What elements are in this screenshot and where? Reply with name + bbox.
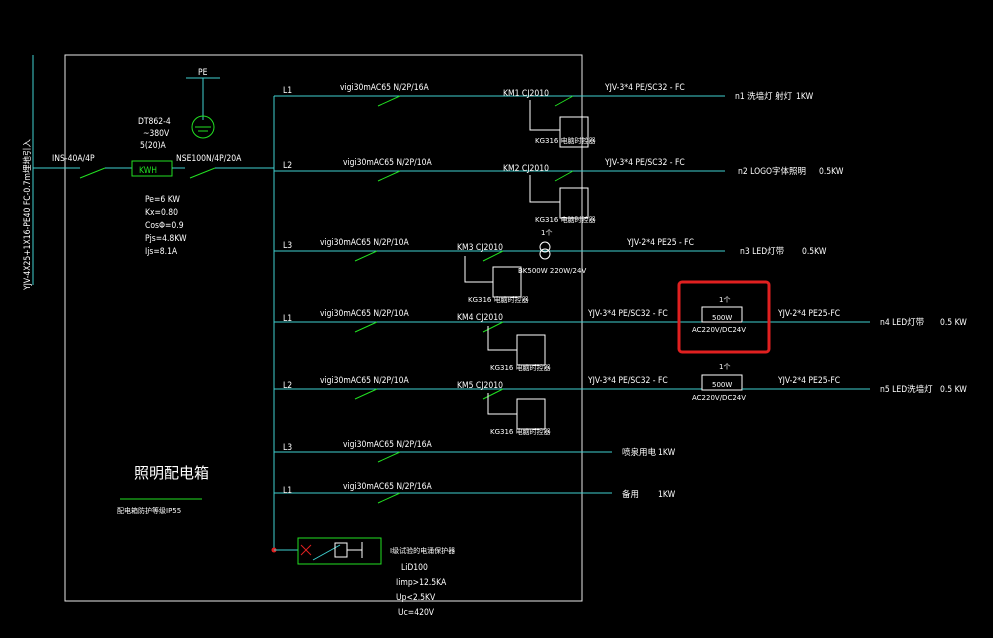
load-cos: CosΦ=0.9 <box>145 221 184 231</box>
spd-model: LiD100 <box>401 563 428 573</box>
main-switch-label: INS-40A/4P <box>52 154 95 164</box>
circuit-5-out-cable: YJV-2*4 PE25-FC <box>777 376 840 386</box>
circuit-5-cable: YJV-3*4 PE/SC32 - FC <box>587 376 668 386</box>
circuit-3-breaker: vigi30mAC65 N/2P/10A <box>320 238 409 248</box>
transformer-icon-2 <box>539 248 551 260</box>
meter-model: DT862-4 <box>138 117 171 127</box>
circuit-6-power: 1KW <box>658 448 676 458</box>
meter-current: 5(20)A <box>140 141 167 151</box>
circuit-4-contactor: KM4 CJ2010 <box>457 313 503 323</box>
circuit-1-breaker: vigi30mAC65 N/2P/16A <box>340 83 429 93</box>
main-breaker-label: NSE100N/4P/20A <box>176 154 242 164</box>
circuit-3-controller: KG316 电脑时控器 <box>468 295 529 304</box>
circuit-3-power: 0.5KW <box>802 247 827 257</box>
circuit-4-power: 0.5 KW <box>940 318 967 328</box>
ground-icon <box>191 115 215 139</box>
circuit-4: L1 vigi30mAC65 N/2P/10A KM4 CJ2010 KG316… <box>274 296 967 372</box>
circuit-4-cable: YJV-3*4 PE/SC32 - FC <box>587 309 668 319</box>
circuit-4-load: n4 LED灯带 <box>880 317 925 328</box>
transformer-icon-1 <box>539 241 551 253</box>
circuit-4-out-cable: YJV-2*4 PE25-FC <box>777 309 840 319</box>
circuit-2-controller-box <box>559 187 589 219</box>
spd-limp: Iimp>12.5KA <box>396 578 447 588</box>
circuit-6: L3 vigi30mAC65 N/2P/16A 喷泉用电 1KW <box>274 440 676 463</box>
pe-label: PE <box>198 68 208 78</box>
circuit-6-phase: L3 <box>283 443 292 453</box>
circuit-3: L3 vigi30mAC65 N/2P/10A KM3 CJ2010 KG316… <box>274 229 827 304</box>
circuit-6-breaker: vigi30mAC65 N/2P/16A <box>343 440 432 450</box>
circuit-2-controller: KG316 电脑时控器 <box>535 215 596 224</box>
circuit-5-psu-count: 1个 <box>719 363 730 371</box>
circuit-7-power: 1KW <box>658 490 676 500</box>
load-pe: Pe=6 KW <box>145 195 180 205</box>
load-kx: Kx=0.80 <box>145 208 178 218</box>
circuit-1-cable: YJV-3*4 PE/SC32 - FC <box>604 83 685 93</box>
circuit-6-load: 喷泉用电 <box>622 447 657 458</box>
circuit-4-psu-voltage: AC220V/DC24V <box>692 326 746 334</box>
circuit-2: L2 vigi30mAC65 N/2P/10A KM2 CJ2010 KG316… <box>274 158 844 224</box>
circuit-2-phase: L2 <box>283 161 292 171</box>
circuit-4-controller: KG316 电脑时控器 <box>490 363 551 372</box>
main-switch-symbol <box>79 167 106 179</box>
circuit-3-tf-label: 1个 <box>541 229 552 237</box>
circuit-4-controller-box <box>516 334 546 366</box>
circuit-1-load: n1 洗墙灯 射灯 <box>735 91 793 102</box>
circuit-5-breaker: vigi30mAC65 N/2P/10A <box>320 376 409 386</box>
circuit-3-controller-box <box>492 266 522 298</box>
circuit-2-load: n2 LOGO字体照明 <box>738 166 806 177</box>
meter-label: KWH <box>139 166 157 176</box>
circuit-5-psu-box <box>701 374 743 391</box>
circuit-1: L1 vigi30mAC65 N/2P/16A KM1 CJ2010 KG316… <box>274 83 814 148</box>
circuit-7-load: 备用 <box>622 489 639 500</box>
circuit-5-controller: KG316 电脑时控器 <box>490 427 551 436</box>
circuit-5-controller-box <box>516 398 546 430</box>
circuit-5-psu-rating: 500W <box>712 381 732 389</box>
load-pjs: Pjs=4.8KW <box>145 234 187 244</box>
circuit-7-phase: L1 <box>283 486 292 496</box>
box-subtitle: 配电箱防护等级IP55 <box>117 506 181 515</box>
box-title: 照明配电箱 <box>134 464 209 482</box>
circuit-3-contactor: KM3 CJ2010 <box>457 243 503 253</box>
circuit-5-phase: L2 <box>283 381 292 391</box>
highlight-box <box>677 280 771 354</box>
spd-box <box>297 537 382 565</box>
circuit-1-controller: KG316 电脑时控器 <box>535 136 596 145</box>
circuit-3-phase: L3 <box>283 241 292 251</box>
circuit-3-transformer: BK500W 220W/24V <box>518 267 586 275</box>
circuit-5-contactor: KM5 CJ2010 <box>457 381 503 391</box>
circuit-4-psu-rating: 500W <box>712 314 732 322</box>
load-ijs: Ijs=8.1A <box>145 247 178 257</box>
surge-protector: I级试验的电涌保护器 LiD100 Iimp>12.5KA Up<2.5KV U… <box>274 537 455 618</box>
circuit-2-breaker: vigi30mAC65 N/2P/10A <box>343 158 432 168</box>
circuit-5-load: n5 LED洗墙灯 <box>880 384 933 395</box>
circuit-2-cable: YJV-3*4 PE/SC32 - FC <box>604 158 685 168</box>
circuit-4-phase: L1 <box>283 314 292 324</box>
incoming-cable-label: YJV-4X25+1X16-PE40 FC-0.7m埋地引入 <box>22 139 33 291</box>
circuit-1-contactor: KM1 CJ2010 <box>503 89 549 99</box>
circuit-4-breaker: vigi30mAC65 N/2P/10A <box>320 309 409 319</box>
main-breaker-symbol <box>189 167 216 179</box>
distribution-box-frame <box>64 54 583 602</box>
circuit-4-psu-count: 1个 <box>719 296 730 304</box>
spd-uc: Uc=420V <box>398 608 435 618</box>
circuit-1-power: 1KW <box>796 92 814 102</box>
circuit-2-contactor: KM2 CJ2010 <box>503 164 549 174</box>
circuit-3-cable: YJV-2*4 PE25 - FC <box>626 238 694 248</box>
spd-up: Up<2.5KV <box>396 593 436 603</box>
spd-title: I级试验的电涌保护器 <box>390 546 455 555</box>
circuit-3-load: n3 LED灯带 <box>740 246 785 257</box>
circuit-4-psu-box <box>701 306 743 323</box>
circuit-1-controller-box <box>559 116 589 148</box>
circuit-7-breaker: vigi30mAC65 N/2P/16A <box>343 482 432 492</box>
circuit-2-power: 0.5KW <box>819 167 844 177</box>
circuit-5: L2 vigi30mAC65 N/2P/10A KM5 CJ2010 KG316… <box>274 363 967 436</box>
circuit-1-phase: L1 <box>283 86 292 96</box>
circuit-5-power: 0.5 KW <box>940 385 967 395</box>
circuit-7: L1 vigi30mAC65 N/2P/16A 备用 1KW <box>274 482 676 504</box>
meter-voltage: ~380V <box>143 129 170 139</box>
circuit-5-psu-voltage: AC220V/DC24V <box>692 394 746 402</box>
